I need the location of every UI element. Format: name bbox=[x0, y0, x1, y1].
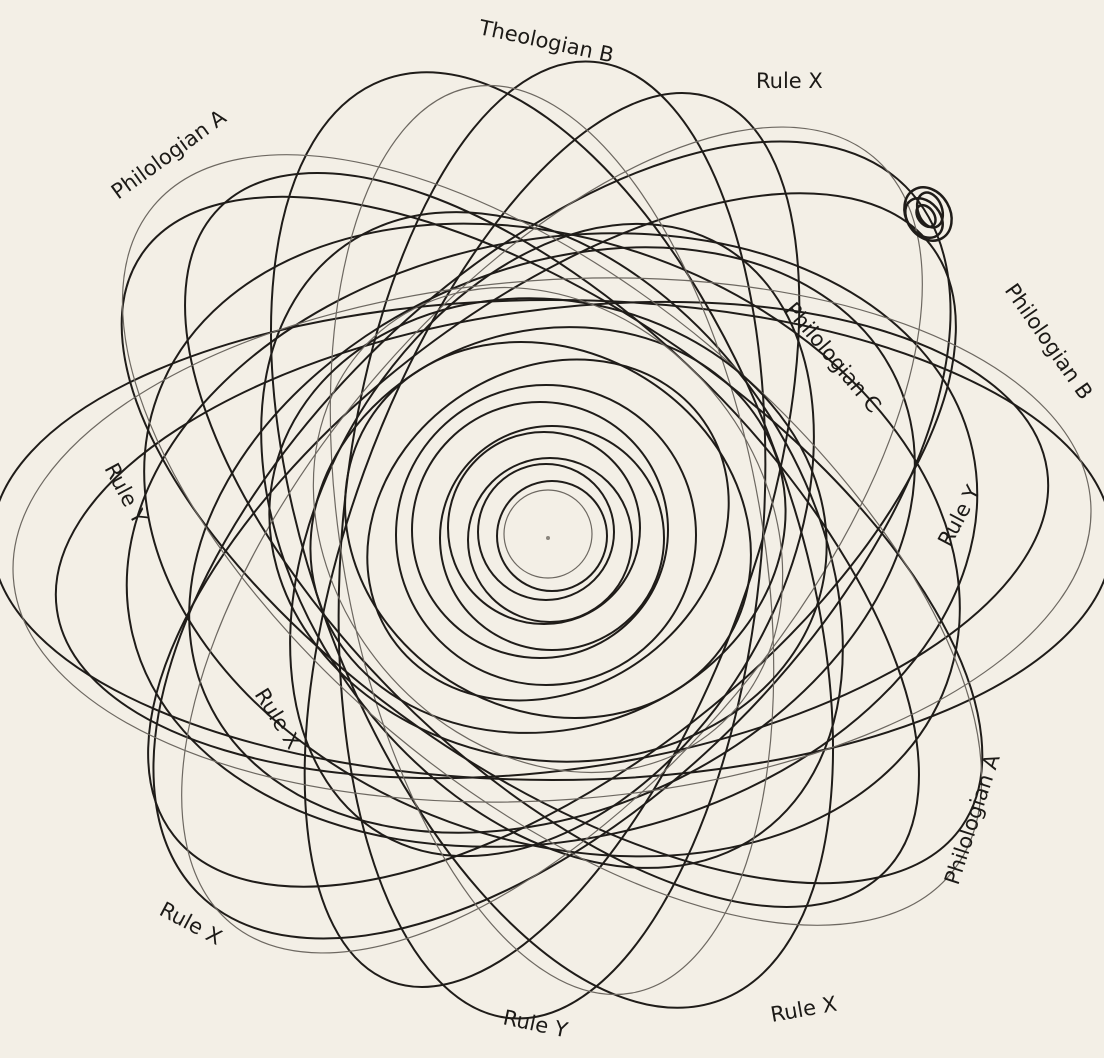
center-swirl bbox=[396, 385, 696, 685]
label-philologian-a-top: Philologian A bbox=[107, 105, 231, 204]
middle-rings bbox=[216, 193, 880, 868]
orbit-loop bbox=[141, 102, 964, 979]
label-philologian-c: Philologian C bbox=[780, 298, 886, 418]
label-theologian-b: Theologian B bbox=[476, 15, 616, 67]
swirl-ring bbox=[497, 481, 607, 591]
orbit-loop bbox=[11, 65, 1094, 1015]
label-rule-x-bottom-left: Rule X bbox=[156, 897, 226, 950]
center-point bbox=[546, 536, 550, 540]
label-rule-x-inner: Rule X bbox=[250, 684, 306, 753]
orbit-loop bbox=[93, 135, 1010, 946]
label-rule-x-top: Rule X bbox=[756, 69, 823, 93]
label-rule-y-bottom: Rule Y bbox=[501, 1005, 570, 1042]
label-rule-y-right: Rule Y bbox=[933, 481, 985, 550]
orbit-loop bbox=[301, 44, 803, 1037]
labels: Theologian B Rule X Philologian A Philol… bbox=[100, 15, 1098, 1042]
swirl-ring bbox=[478, 464, 614, 600]
swirl-ring bbox=[504, 490, 592, 578]
orbit-ring bbox=[216, 193, 880, 868]
label-philologian-b: Philologian B bbox=[1000, 279, 1097, 404]
orbit-loop bbox=[64, 52, 1040, 1028]
orbit-loop bbox=[203, 30, 900, 1050]
label-rule-x-bottom-right: Rule X bbox=[769, 992, 839, 1027]
orbit-loop bbox=[183, 131, 921, 950]
orbit-loop bbox=[25, 243, 1079, 838]
label-philologian-a-right: Philologian A bbox=[940, 751, 1005, 888]
swirl-ring bbox=[440, 426, 664, 650]
